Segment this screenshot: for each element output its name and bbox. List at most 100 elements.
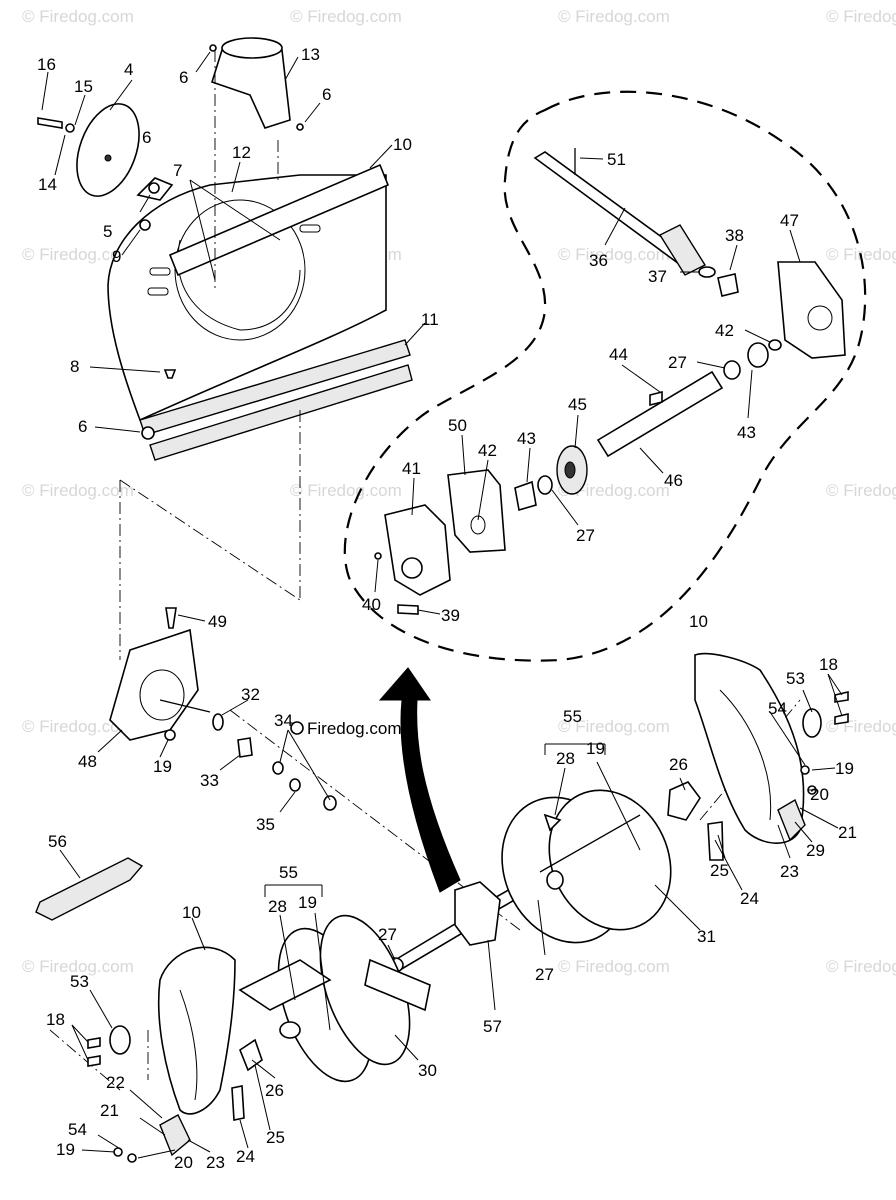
watermark: © Firedog.com [558, 245, 670, 264]
washer [272, 761, 284, 775]
leader-line [574, 414, 579, 449]
leader-line [387, 944, 396, 961]
copyright-icon [290, 721, 304, 735]
leader-line [304, 102, 321, 123]
leader-line [279, 729, 289, 763]
leader-line [231, 161, 241, 193]
bolt [37, 117, 63, 129]
part-label-42: 42 [715, 321, 734, 340]
leader-lines [41, 51, 843, 1159]
leader-line [121, 229, 141, 256]
part-label-37: 37 [648, 267, 667, 286]
bolt [834, 690, 849, 703]
watermark: © Firedog.com [22, 7, 134, 26]
bearing-flange [667, 781, 701, 821]
part-label-15: 15 [74, 77, 93, 96]
leader-line [679, 777, 686, 791]
housing-top-rail [168, 163, 390, 277]
leader-line [777, 824, 791, 859]
leader-line [404, 322, 426, 346]
leader-line [604, 207, 626, 246]
leader-line [729, 244, 738, 271]
leader-line [89, 989, 113, 1029]
watermark: © Firedog.com [558, 717, 670, 736]
bearing [148, 182, 160, 194]
housing-slot [147, 287, 169, 296]
side-plate [157, 946, 236, 1115]
woodruff-key [649, 390, 663, 407]
bearing [514, 480, 537, 512]
part-label-38: 38 [725, 226, 744, 245]
part-label-35: 35 [256, 815, 275, 834]
leader-line [714, 839, 743, 891]
auger-paddle [238, 959, 332, 1011]
watermark: © Firedog.com [558, 957, 670, 976]
part-label-33: 33 [200, 771, 219, 790]
washer [768, 339, 782, 351]
housing-boss [401, 557, 423, 579]
part-label-31: 31 [697, 927, 716, 946]
auger-tube [539, 814, 641, 873]
part-label-24: 24 [236, 1147, 255, 1166]
leader-line [195, 51, 211, 73]
part-label-27: 27 [535, 965, 554, 984]
pulley-hub [104, 154, 112, 162]
leader-line [219, 754, 241, 771]
detail-arrow [378, 667, 461, 893]
thrust-washer [698, 266, 716, 278]
right-side-plate [667, 652, 849, 861]
part-label-30: 30 [418, 1061, 437, 1080]
impeller-housing [109, 628, 199, 741]
leader-line [74, 94, 86, 126]
washer [537, 475, 553, 495]
gasket-bore [470, 515, 486, 535]
part-label-44: 44 [609, 345, 628, 364]
watermark: © Firedog.com [290, 7, 402, 26]
part-label-54: 54 [68, 1120, 87, 1139]
watermark: © Firedog.com [826, 481, 896, 500]
part-label-47: 47 [780, 211, 799, 230]
bearing-retainer [109, 1025, 131, 1055]
part-label-10: 10 [393, 135, 412, 154]
part-label-5: 5 [103, 222, 112, 241]
part-label-25: 25 [266, 1128, 285, 1147]
auger-tube-end [279, 1021, 301, 1039]
leader-line [461, 434, 466, 476]
washer [65, 123, 75, 133]
nut [141, 426, 155, 440]
part-label-57: 57 [483, 1017, 502, 1036]
watermark: © Firedog.com [22, 957, 134, 976]
part-label-25: 25 [710, 861, 729, 880]
part-label-28: 28 [556, 749, 575, 768]
housing-scoop-curve [177, 239, 301, 331]
part-label-29: 29 [806, 841, 825, 860]
leader-line [374, 559, 379, 593]
left-auger [238, 914, 431, 1083]
leader-line [177, 614, 206, 622]
leader-line [811, 767, 836, 771]
leader-line [654, 884, 701, 931]
washer [323, 795, 337, 811]
leader-line [717, 834, 726, 859]
leader-line [639, 447, 664, 474]
part-label-49: 49 [208, 612, 227, 631]
leader-line [537, 899, 546, 956]
bolt [87, 1037, 101, 1049]
part-label-6: 6 [142, 128, 151, 147]
leader-line [81, 1149, 116, 1153]
bolt [165, 607, 177, 629]
bearing [717, 273, 739, 297]
link-plate [35, 857, 144, 921]
leader-line [477, 459, 489, 521]
part-label-22: 22 [106, 1073, 125, 1092]
part-label-6: 6 [322, 85, 331, 104]
bearing-retainer [802, 708, 822, 738]
seal [747, 342, 769, 368]
housing-assembly [37, 37, 413, 461]
bearing-flange [239, 1038, 263, 1072]
watermark: © Firedog.com [558, 481, 670, 500]
watermark-layer: © Firedog.com © Firedog.com © Firedog.co… [22, 7, 896, 976]
part-label-4: 4 [124, 60, 133, 79]
part-label-26: 26 [265, 1081, 284, 1100]
leader-line [191, 917, 206, 951]
